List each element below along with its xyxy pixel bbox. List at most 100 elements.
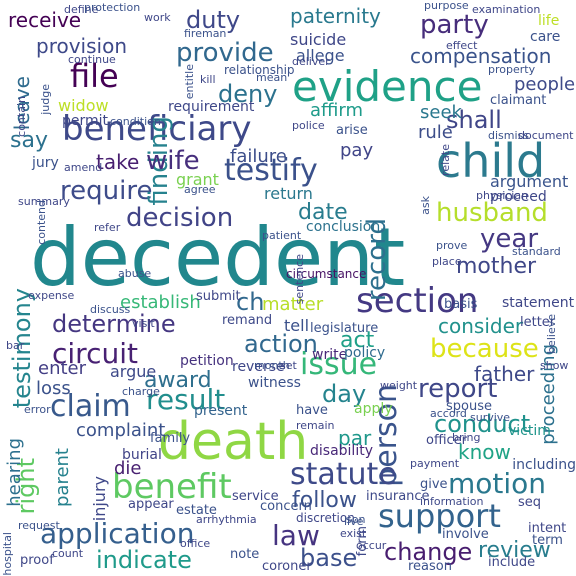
cloud-word-witness: witness (248, 375, 301, 391)
cloud-word-beneficiary: beneficiary (62, 109, 252, 149)
cloud-word-letter: letter (520, 315, 556, 330)
cloud-word-support: support (378, 497, 501, 535)
cloud-word-basis: basis (444, 297, 478, 312)
cloud-word-act: act (340, 328, 375, 353)
cloud-word-injury: injury (90, 476, 109, 522)
cloud-word-estate: estate (176, 503, 217, 518)
cloud-word-deliver: deliver (292, 55, 330, 68)
cloud-word-discretion: discretion (296, 511, 355, 525)
cloud-word-bring: bring (452, 431, 481, 444)
cloud-word-office: office (180, 537, 211, 550)
cloud-word-write: write (312, 347, 348, 363)
cloud-word-death: death (158, 412, 309, 472)
cloud-word-arrhythmia: arrhythmia (196, 513, 257, 526)
cloud-word-policy: policy (344, 345, 386, 361)
cloud-word-fireman: fireman (184, 27, 227, 40)
cloud-word-testify: testify (224, 153, 318, 188)
cloud-word-paternity: paternity (290, 4, 381, 28)
cloud-word-occur: occur (356, 539, 387, 552)
cloud-word-appear: appear (128, 497, 174, 512)
cloud-word-bar: bar (6, 339, 25, 352)
cloud-word-refer: refer (94, 221, 121, 234)
cloud-word-par: par (338, 426, 372, 450)
cloud-word-circumstance: circumstance (286, 267, 367, 281)
cloud-word-grant: grant (176, 170, 219, 189)
cloud-word-pay: pay (340, 140, 374, 161)
cloud-word-involve: involve (442, 527, 489, 542)
cloud-word-matter: matter (262, 294, 324, 315)
cloud-word-property: property (488, 63, 536, 76)
cloud-word-action: action (244, 330, 318, 358)
cloud-word-care: care (530, 29, 561, 45)
cloud-word-know: know (458, 440, 511, 464)
cloud-word-shall: shall (446, 106, 502, 134)
cloud-word-receive: receive (8, 8, 82, 32)
cloud-word-proceed: proceed (490, 189, 547, 205)
cloud-word-indicate: indicate (96, 546, 192, 574)
cloud-word-mean: mean (256, 71, 288, 84)
cloud-word-disability: disability (310, 443, 373, 459)
cloud-word-return: return (264, 184, 313, 203)
cloud-word-family: family (150, 431, 191, 446)
cloud-word-evidence: evidence (292, 62, 483, 111)
cloud-word-include: include (488, 555, 536, 570)
cloud-word-date: date (298, 200, 348, 225)
cloud-word-ch: ch (236, 288, 265, 316)
cloud-word-visit: visit (132, 317, 155, 330)
cloud-word-remand: remand (222, 313, 273, 328)
cloud-word-hospital: hospital (1, 532, 14, 576)
cloud-word-physician: physician (476, 189, 529, 202)
cloud-word-accord: accord (430, 407, 467, 420)
cloud-word-ask: ask (419, 196, 432, 215)
cloud-word-submit: submit (196, 289, 241, 304)
cloud-word-condition: condition (110, 115, 161, 128)
cloud-word-award: award (144, 368, 212, 393)
cloud-word-claim: claim (50, 389, 131, 424)
cloud-word-insurance: insurance (366, 489, 430, 504)
cloud-word-information: information (420, 495, 484, 508)
cloud-word-decision: decision (126, 203, 234, 233)
cloud-word-circuit: circuit (52, 337, 138, 370)
cloud-word-base: base (300, 544, 358, 572)
cloud-word-petition: petition (180, 353, 234, 369)
cloud-word-provide: provide (176, 38, 274, 68)
cloud-word-allege: allege (296, 46, 345, 65)
cloud-word-review: review (478, 538, 551, 563)
cloud-word-compensation: compensation (410, 44, 552, 68)
cloud-word-police: police (292, 119, 325, 132)
cloud-word-benefit: benefit (112, 467, 232, 507)
cloud-word-determine: determine (52, 310, 176, 338)
cloud-word-spouse: spouse (446, 399, 492, 414)
cloud-word-claimant: claimant (490, 93, 547, 108)
cloud-word-legislature: legislature (310, 321, 379, 336)
cloud-word-provision: provision (36, 34, 127, 58)
cloud-word-because: because (430, 334, 539, 364)
cloud-word-prove: prove (436, 239, 468, 252)
cloud-word-file: file (70, 57, 119, 95)
cloud-word-relationship: relationship (224, 63, 295, 77)
cloud-word-amend: amend (64, 161, 103, 174)
cloud-word-suicide: suicide (290, 30, 347, 49)
cloud-word-present: present (194, 403, 248, 419)
cloud-word-dismiss: dismiss (488, 129, 530, 142)
cloud-word-conclusion: conclusion (306, 219, 381, 235)
cloud-word-law: law (272, 519, 320, 552)
cloud-word-statement: statement (502, 295, 575, 311)
cloud-word-complaint: complaint (76, 420, 166, 441)
cloud-word-summary: summary (18, 195, 70, 208)
cloud-word-patient: patient (262, 229, 302, 242)
cloud-word-define: define (64, 3, 99, 16)
cloud-word-enter: enter (38, 358, 87, 379)
cloud-word-believe: believe (545, 314, 558, 354)
cloud-word-live: live (344, 515, 364, 528)
cloud-word-document: document (518, 129, 574, 142)
cloud-word-entitle: entitle (183, 64, 196, 100)
cloud-word-party: party (420, 10, 489, 40)
cloud-word-payment: payment (410, 457, 460, 470)
cloud-word-loss: loss (36, 378, 71, 399)
cloud-word-proof: proof (20, 553, 54, 568)
cloud-word-life: life (538, 13, 560, 29)
cloud-word-child: child (436, 134, 546, 188)
cloud-word-contain: contain (15, 96, 28, 137)
cloud-word-rule: rule (418, 122, 453, 143)
